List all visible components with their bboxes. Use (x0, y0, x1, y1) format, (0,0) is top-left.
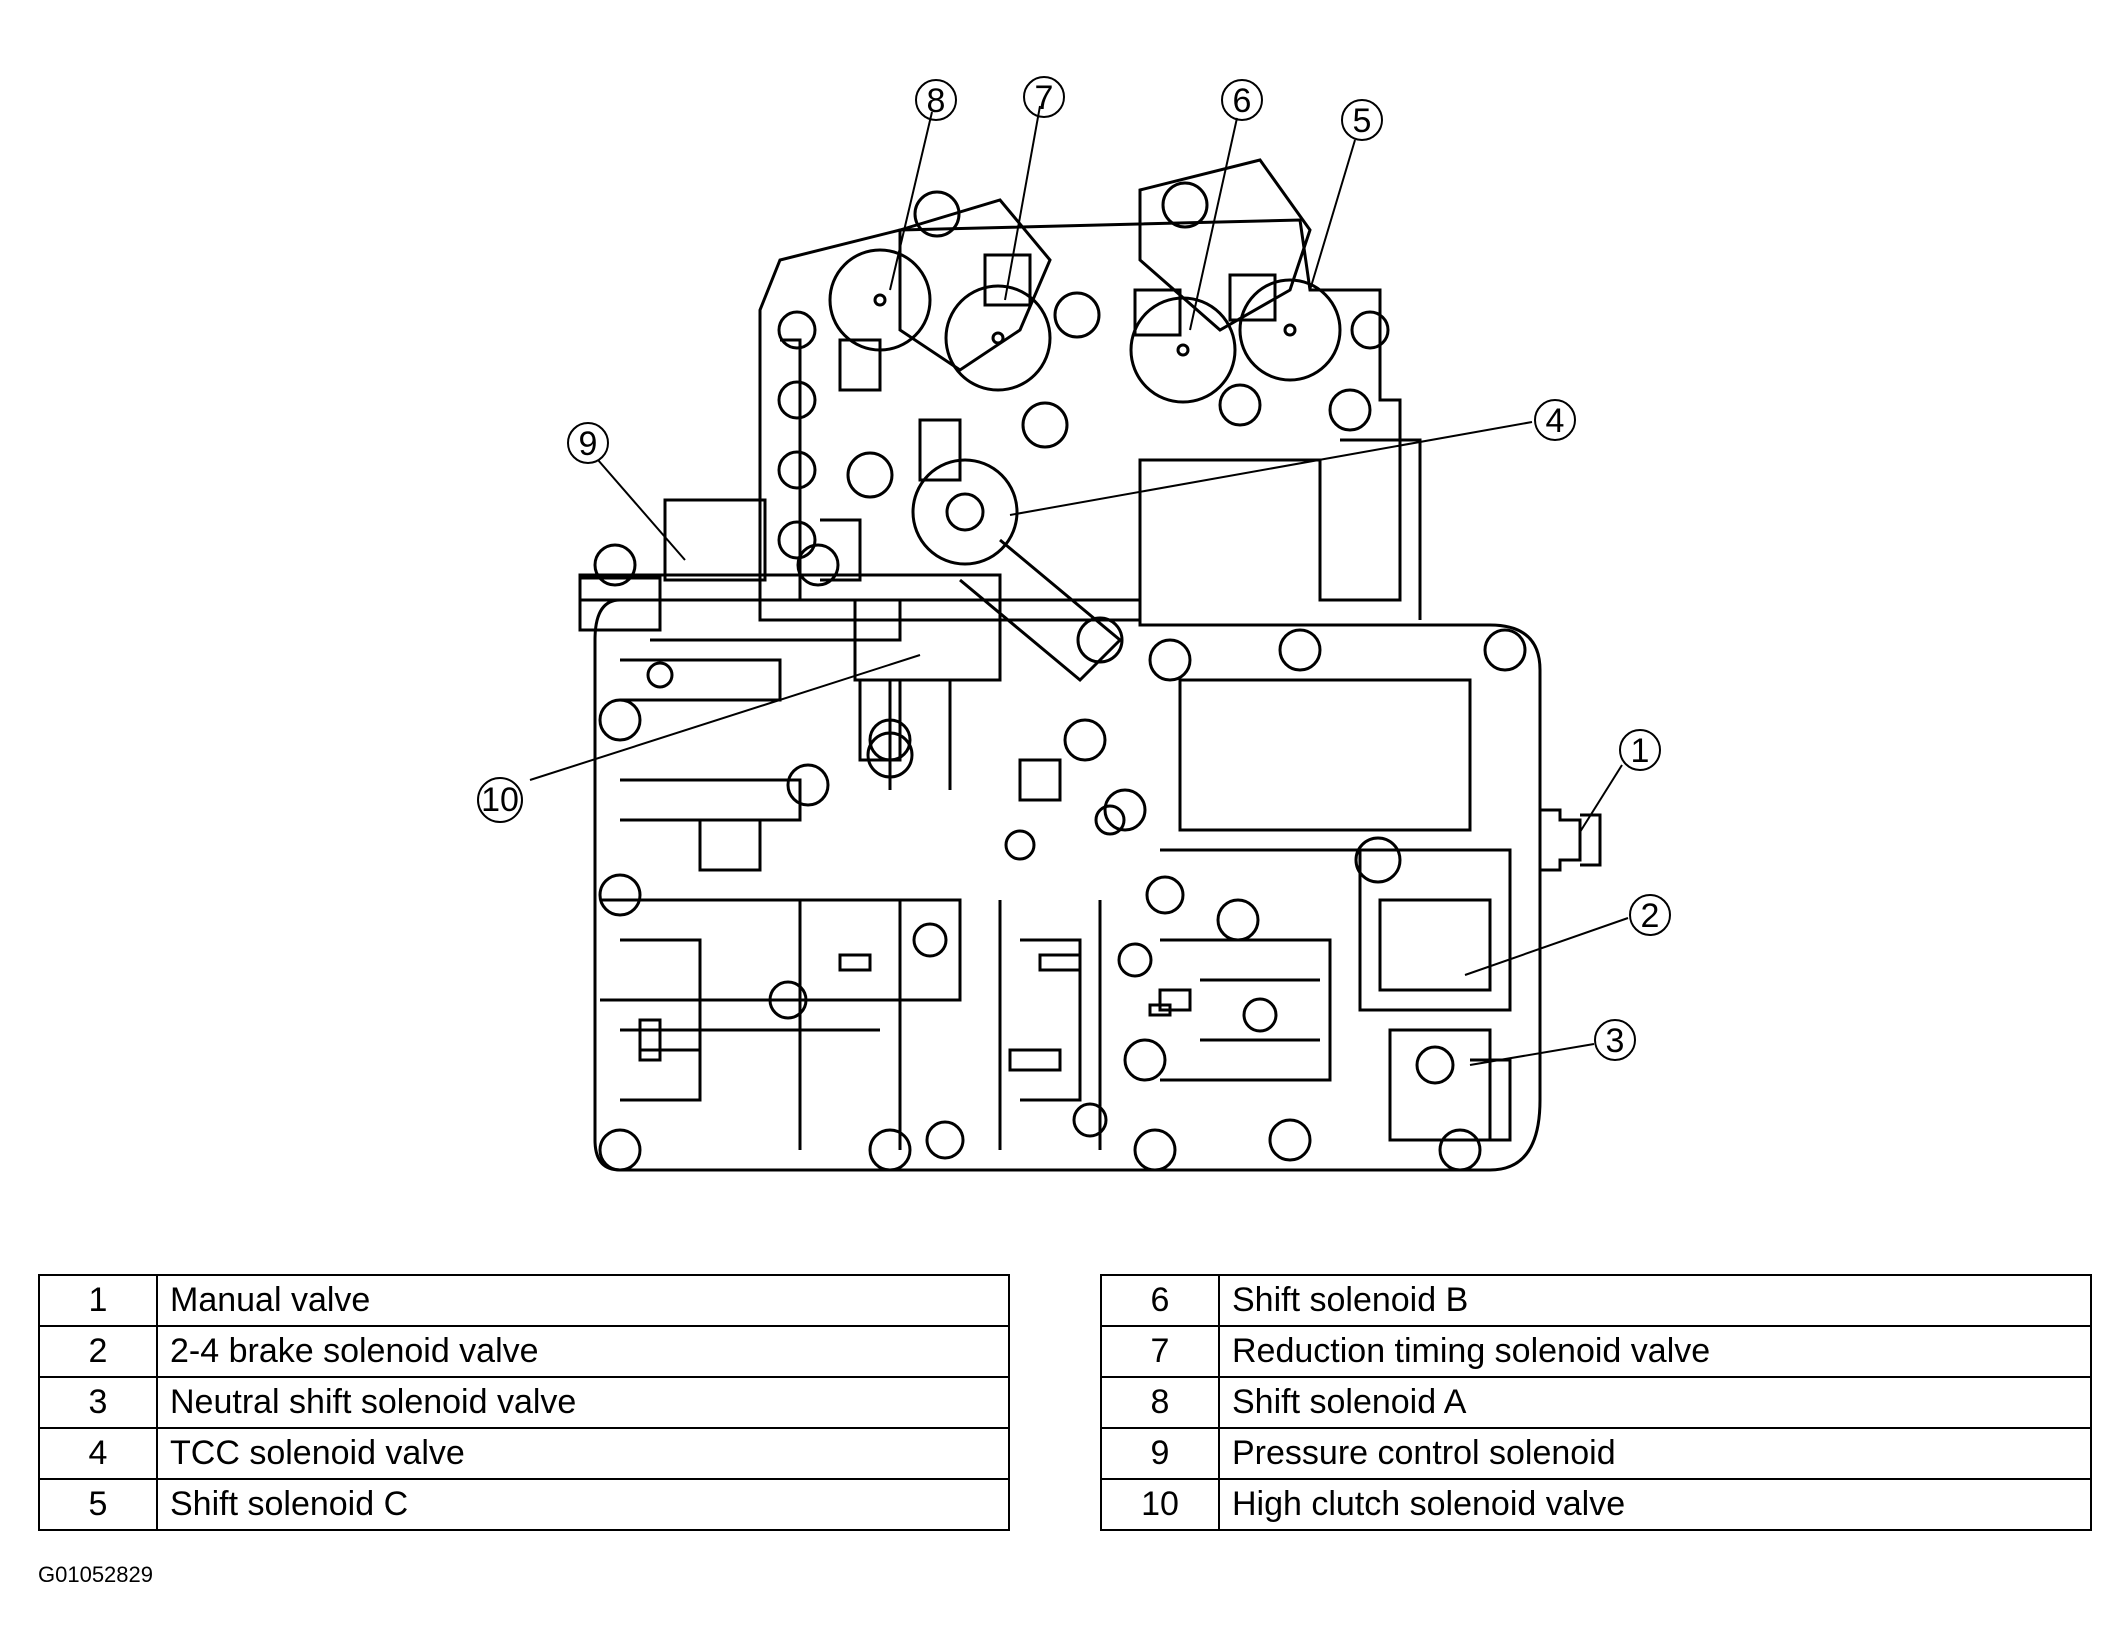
tcc-solenoid (846, 401, 1124, 683)
legend-row: 10 High clutch solenoid valve (1100, 1478, 2092, 1531)
legend-row: 8 Shift solenoid A (1100, 1376, 2092, 1429)
legend-row: 6 Shift solenoid B (1100, 1274, 2092, 1327)
callout-1: 1 (1619, 729, 1661, 771)
callout-6: 6 (1221, 79, 1263, 121)
svg-text:3: 3 (1606, 1022, 1625, 1060)
svg-text:7: 7 (1035, 79, 1054, 117)
legend-row: 9 Pressure control solenoid (1100, 1427, 2092, 1480)
svg-text:1: 1 (1631, 732, 1650, 770)
legend-row: 7 Reduction timing solenoid valve (1100, 1325, 2092, 1378)
legend-label: Manual valve (156, 1274, 1010, 1327)
svg-text:6: 6 (1233, 82, 1252, 120)
legend-label: Shift solenoid B (1218, 1274, 2092, 1327)
legend-number: 4 (38, 1427, 158, 1480)
callout-3: 3 (1594, 1019, 1636, 1061)
svg-text:2: 2 (1641, 897, 1660, 935)
callout-5: 5 (1341, 99, 1383, 141)
svg-text:10: 10 (481, 781, 519, 819)
legend-number: 10 (1100, 1478, 1220, 1531)
legend-label: Shift solenoid C (156, 1478, 1010, 1531)
legend-number: 8 (1100, 1376, 1220, 1429)
legend-label: Pressure control solenoid (1218, 1427, 2092, 1480)
callout-9: 9 (567, 422, 609, 464)
svg-text:5: 5 (1353, 102, 1372, 140)
legend-number: 5 (38, 1478, 158, 1531)
legend-label: TCC solenoid valve (156, 1427, 1010, 1480)
legend-row: 2 2-4 brake solenoid valve (38, 1325, 1010, 1378)
svg-text:4: 4 (1546, 402, 1565, 440)
legend-number: 2 (38, 1325, 158, 1378)
manual-valve (1538, 808, 1602, 872)
svg-text:8: 8 (927, 82, 946, 120)
legend-table-right: 6 Shift solenoid B 7 Reduction timing so… (1100, 1274, 2092, 1531)
leader-lines (529, 105, 1629, 1066)
valve-body-diagram: 1 2 3 4 5 6 7 8 9 10 (477, 76, 1671, 1172)
lower-right-solenoids (1354, 836, 1512, 1142)
callout-4: 4 (1534, 399, 1576, 441)
legend-number: 1 (38, 1274, 158, 1327)
legend-label: Neutral shift solenoid valve (156, 1376, 1010, 1429)
legend-number: 9 (1100, 1427, 1220, 1480)
callout-2: 2 (1629, 894, 1671, 936)
legend-table-left: 1 Manual valve 2 2-4 brake solenoid valv… (38, 1274, 1010, 1531)
callout-7: 7 (1023, 76, 1065, 118)
legend-row: 4 TCC solenoid valve (38, 1427, 1010, 1480)
callout-10: 10 (477, 777, 523, 823)
solenoid-group-top (828, 158, 1372, 432)
legend-row: 1 Manual valve (38, 1274, 1010, 1327)
high-clutch-solenoid (853, 598, 1062, 802)
legend-row: 3 Neutral shift solenoid valve (38, 1376, 1010, 1429)
callout-8: 8 (915, 79, 957, 121)
legend-number: 3 (38, 1376, 158, 1429)
legend-row: 5 Shift solenoid C (38, 1478, 1010, 1531)
pressure-control-solenoid (578, 498, 902, 642)
valve-body-upper (758, 218, 1422, 622)
legend-number: 6 (1100, 1274, 1220, 1327)
legend-label: Shift solenoid A (1218, 1376, 2092, 1429)
legend-label: High clutch solenoid valve (1218, 1478, 2092, 1531)
legend-number: 7 (1100, 1325, 1220, 1378)
legend-label: Reduction timing solenoid valve (1218, 1325, 2092, 1378)
svg-text:9: 9 (579, 425, 598, 463)
figure-id: G01052829 (38, 1562, 153, 1587)
legend-label: 2-4 brake solenoid valve (156, 1325, 1010, 1378)
